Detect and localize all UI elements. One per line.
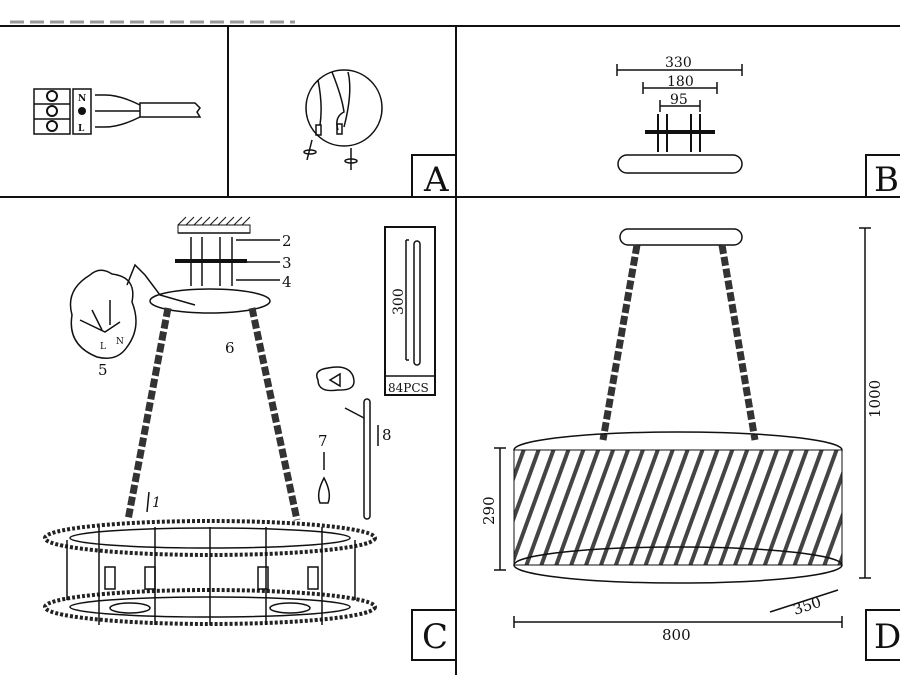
terminal-block-illustration: N L xyxy=(33,88,202,135)
part-7-label: 7 xyxy=(318,432,328,450)
chandelier-frame xyxy=(43,519,377,626)
part-6-label: 6 xyxy=(225,339,235,357)
bulb-part: 7 xyxy=(317,432,331,504)
part-3-label: 3 xyxy=(282,254,292,272)
terminal-l-label: L xyxy=(78,124,85,134)
crystal-count-label: 84PCS xyxy=(388,381,429,395)
terminal-n-label: N xyxy=(78,94,86,104)
crystal-count-box: 300 84PCS xyxy=(384,226,436,396)
chains: 6 1 xyxy=(124,307,301,521)
part-8-label: 8 xyxy=(382,426,392,444)
pendant-overview xyxy=(513,228,843,584)
panel-c-label-box: C xyxy=(411,609,457,661)
panel-a-label-box: A xyxy=(411,154,457,200)
crystal-length-label: 300 xyxy=(391,288,407,315)
dim-290: 290 xyxy=(480,496,498,525)
panel-b-label-box: B xyxy=(865,154,900,200)
part-4-label: 4 xyxy=(282,273,292,291)
ceiling-mount-parts: 2 3 4 xyxy=(149,216,292,314)
pendant-dimensions: 1000 290 800 350 xyxy=(480,227,884,644)
dim-350: 350 xyxy=(791,593,824,619)
dim-180: 180 xyxy=(667,74,694,90)
dim-1000: 1000 xyxy=(866,380,884,418)
crystal-part: 8 xyxy=(316,366,392,520)
panel-b-label: B xyxy=(874,160,899,200)
dim-800: 800 xyxy=(662,626,691,644)
part-2-label: 2 xyxy=(282,232,292,250)
part-5-label: 5 xyxy=(98,361,108,379)
panel-d-label-box: D xyxy=(865,609,900,661)
dim-95: 95 xyxy=(670,92,688,108)
bubble-l-label: L xyxy=(100,342,106,352)
bubble-n-label: N xyxy=(116,337,124,347)
terminal-detail-bubble: N L 5 xyxy=(69,263,196,379)
wire-connection-illustration xyxy=(303,69,383,170)
part-1-label: 1 xyxy=(152,495,161,511)
panel-d-label: D xyxy=(874,617,900,657)
panel-a-label: A xyxy=(423,160,449,200)
panel-c-label: C xyxy=(422,617,448,657)
frame-lines xyxy=(0,20,900,675)
dim-330: 330 xyxy=(665,55,692,71)
canopy-dimensions: 330 180 95 xyxy=(616,55,743,174)
